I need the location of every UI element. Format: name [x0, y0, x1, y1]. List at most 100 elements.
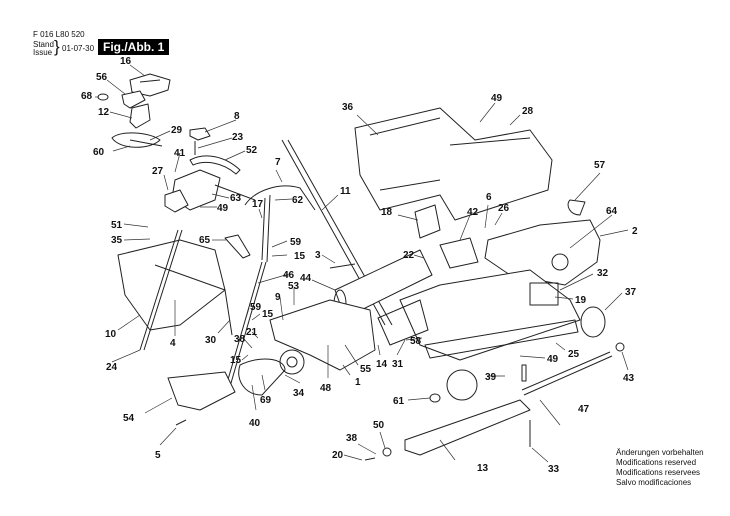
- issue-date: 01-07-30: [62, 44, 95, 53]
- part-side-plate: [269, 299, 376, 371]
- part-axle-rod: [521, 351, 613, 396]
- callout-30: 30: [205, 335, 217, 346]
- part-pulley: [279, 349, 305, 375]
- callout-65: 65: [199, 235, 211, 246]
- callout-21: 21: [246, 327, 258, 338]
- part-grass-box: [117, 239, 226, 331]
- part-mower-housing: [399, 269, 581, 361]
- callout-42: 42: [467, 207, 479, 218]
- callout-63: 63: [230, 193, 242, 204]
- callout-64: 64: [606, 206, 618, 217]
- callout-11: 11: [340, 186, 351, 197]
- callout-13: 13: [477, 463, 489, 474]
- callout-38-bottom: 38: [346, 433, 358, 444]
- callout-17: 17: [252, 199, 264, 210]
- part-drive-belt: [238, 358, 286, 396]
- callout-29: 29: [171, 125, 183, 136]
- part-lower-handle: [224, 261, 267, 391]
- notice-line-es: Salvo modificaciones: [616, 478, 692, 487]
- callout-59-upper: 59: [290, 237, 302, 248]
- modifications-notice: Änderungen vorbehalten Modifications res…: [616, 448, 704, 488]
- callout-3: 3: [315, 250, 321, 261]
- callout-39: 39: [485, 372, 497, 383]
- callout-57: 57: [594, 160, 606, 171]
- part-grass-guard: [354, 107, 553, 221]
- part-bolt-20: [364, 457, 376, 461]
- callout-2: 2: [632, 226, 638, 237]
- part-motor-cover: [484, 219, 601, 286]
- callout-14: 14: [376, 359, 388, 370]
- callout-16: 16: [120, 56, 132, 67]
- part-handle-cover: [129, 73, 171, 97]
- part-rear-bracket: [404, 399, 531, 456]
- callout-36: 36: [342, 102, 354, 113]
- callout-40: 40: [249, 418, 261, 429]
- callout-22: 22: [403, 250, 415, 261]
- notice-line-fr: Modifications reservees: [616, 468, 701, 477]
- callout-68: 68: [81, 91, 93, 102]
- part-axle-3: [329, 263, 356, 269]
- callout-56: 56: [96, 72, 108, 83]
- callout-15-bottom: 15: [230, 355, 242, 366]
- callout-28: 28: [522, 106, 534, 117]
- callout-20: 20: [332, 450, 344, 461]
- figure-label: Fig./Abb. 1: [98, 39, 170, 55]
- callout-15-upper: 15: [294, 251, 306, 262]
- part-cutter-assembly: [377, 299, 429, 346]
- part-handle-block: [164, 189, 189, 213]
- part-front-wheel: [580, 306, 606, 338]
- callout-9: 9: [275, 292, 281, 303]
- callout-10: 10: [105, 329, 117, 340]
- callout-46: 46: [283, 270, 295, 281]
- part-nut-43: [615, 342, 625, 352]
- callout-6: 6: [486, 192, 492, 203]
- callout-4: 4: [170, 338, 176, 349]
- callout-33: 33: [548, 464, 560, 475]
- part-upper-handle: [214, 184, 316, 263]
- callout-48: 48: [320, 383, 332, 394]
- callout-52: 52: [246, 145, 258, 156]
- callout-53: 53: [288, 281, 300, 292]
- callout-32: 32: [597, 268, 609, 279]
- callout-49: 49: [217, 203, 229, 214]
- callout-50: 50: [373, 420, 385, 431]
- notice-line-de: Änderungen vorbehalten: [616, 448, 704, 457]
- callout-69: 69: [260, 395, 272, 406]
- callout-26: 26: [498, 203, 510, 214]
- callout-23: 23: [232, 132, 244, 143]
- part-motor: [439, 237, 479, 269]
- callout-25: 25: [568, 349, 580, 360]
- callout-24: 24: [106, 362, 118, 373]
- part-cap-61: [429, 393, 441, 403]
- callout-49-lower: 49: [547, 354, 559, 365]
- callout-47: 47: [578, 404, 590, 415]
- callout-31: 31: [392, 359, 404, 370]
- callout-37: 37: [625, 287, 637, 298]
- callout-43: 43: [623, 373, 635, 384]
- part-rear-wheel: [446, 369, 478, 401]
- callout-61: 61: [393, 396, 405, 407]
- document-code: F 016 L80 520: [33, 30, 85, 39]
- part-housing-deck: [424, 319, 579, 359]
- callout-35: 35: [111, 235, 123, 246]
- part-switch-box: [529, 282, 559, 306]
- callout-38-left: 38: [234, 334, 246, 345]
- part-knob: [97, 93, 109, 101]
- leader-lines: [95, 64, 629, 463]
- part-switch: [129, 103, 151, 129]
- part-motor-pulley: [551, 253, 569, 271]
- part-cable-clip: [189, 155, 241, 175]
- callout-55: 55: [360, 364, 372, 375]
- part-spring: [521, 364, 527, 382]
- part-cap-50: [382, 447, 392, 457]
- callout-41: 41: [174, 148, 186, 159]
- callout-44: 44: [300, 273, 312, 284]
- callout-60: 60: [93, 147, 105, 158]
- callout-51: 51: [111, 220, 123, 231]
- part-pulley-hub: [286, 356, 298, 368]
- callout-1: 1: [355, 377, 361, 388]
- callout-15-lower: 15: [262, 309, 274, 320]
- part-clamp: [189, 127, 211, 141]
- callout-7: 7: [275, 157, 281, 168]
- part-cable-loop: [111, 132, 163, 148]
